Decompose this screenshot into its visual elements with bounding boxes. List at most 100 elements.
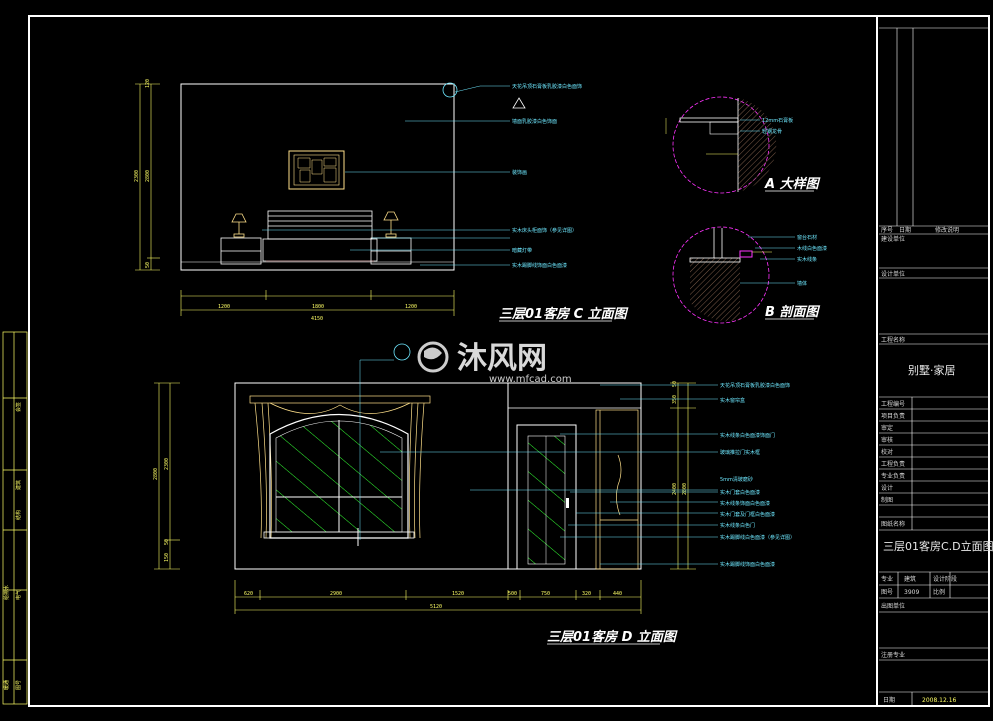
dim-c-h2: 2800: [145, 170, 151, 182]
tb-grid-4: 图号: [881, 589, 893, 596]
side-stamp: [2, 331, 28, 705]
dim-d-2: 2900: [330, 591, 342, 597]
dim-d-5: 750: [541, 591, 550, 597]
dim-d-h3: 50: [164, 539, 170, 545]
dim-d-h4: 150: [164, 553, 170, 562]
side-stamp-7: 图号: [16, 680, 22, 690]
tb-date: 2008.12.16: [922, 697, 957, 704]
title-elevation-d: 三层01客房 D 立面图: [547, 629, 678, 645]
title-section-b: B 剖面图: [765, 304, 820, 320]
tb-row-project: 工程名称: [881, 336, 905, 344]
callout-d-5: 5mm清玻磨砂: [720, 476, 753, 483]
tb-rev-2: 日期: [899, 226, 911, 234]
dim-d-4: 500: [508, 591, 517, 597]
wardrobe: [595, 409, 639, 570]
callout-b-4: 墙体: [797, 280, 807, 287]
tb-drawing-name: 三层01客房C.D立面图: [883, 539, 993, 553]
side-stamp-3: 结构: [15, 510, 22, 520]
side-stamp-5: 电气: [15, 590, 22, 600]
glass-door: [516, 424, 577, 570]
dim-c-h3: 120: [145, 79, 151, 88]
callout-d-4: 玻璃推拉门实木框: [720, 449, 760, 456]
title-detail-a: A 大样图: [764, 176, 821, 192]
tb-project-name: 别墅·家居: [908, 363, 956, 377]
tb-rev-3: 修改说明: [935, 226, 959, 234]
watermark-url: www.mfcad.com: [489, 374, 572, 385]
side-stamp-1: 会签: [15, 402, 22, 412]
dim-d-h2: 2800: [153, 468, 159, 480]
callout-b-3: 实木线条: [797, 256, 817, 263]
callout-c-3: 装饰画: [512, 169, 527, 176]
dim-c-3: 1200: [405, 304, 417, 310]
tb-grid-5: 3909: [904, 589, 919, 596]
callout-d-6: 实木门套白色面漆: [720, 489, 760, 496]
callout-d-11: 实木踢脚线饰面白色面漆: [720, 561, 775, 568]
nightstand-right: [370, 211, 412, 265]
callout-d-9: 实木线条白色门: [720, 522, 755, 529]
title-elevation-c: 三层01客房 C 立面图: [499, 306, 629, 322]
callout-d-7: 实木线条饰面白色面漆: [720, 500, 770, 507]
tb-date-label: 日期: [883, 696, 895, 704]
dim-c-h1: 2300: [134, 170, 140, 182]
callout-b-2: 木线白色面漆: [797, 245, 827, 252]
dim-c-1: 1200: [218, 304, 230, 310]
title-block: [879, 27, 989, 706]
tb-grid-2: 建筑: [904, 575, 916, 583]
dim-d-7: 440: [613, 591, 622, 597]
tb-grid-1: 专业: [881, 575, 893, 583]
callout-a-1: 12mm石膏板: [762, 117, 793, 124]
dim-d-1: 620: [244, 591, 253, 597]
callout-b-1: 窗台石材: [797, 234, 817, 241]
dim-c-2: 1800: [312, 304, 324, 310]
tb-mid-7: 专业负责: [881, 472, 905, 480]
dim-d-h1: 2300: [164, 458, 170, 470]
tb-mid-9: 制图: [881, 496, 893, 504]
callout-c-5: 暗藏灯带: [512, 247, 532, 254]
window: [263, 414, 415, 546]
dim-d-6: 320: [582, 591, 591, 597]
bed: [262, 210, 378, 262]
callout-d-10: 实木踢脚线白色面漆（参见详图）: [720, 534, 795, 541]
elevation-d: 620 2900 1520 500 750 320 440 5120 2300 …: [153, 343, 795, 645]
tb-rev-1: 序号: [881, 226, 893, 234]
tb-row-client: 建设单位: [881, 235, 905, 243]
tb-mid-1: 工程编号: [881, 400, 905, 408]
dim-d-3: 1520: [452, 591, 464, 597]
tb-bottom-2: 注册专业: [881, 651, 905, 659]
dim-c-h4: 50: [145, 262, 151, 268]
callout-a-2: 轻钢龙骨: [762, 128, 782, 135]
tb-bottom-1: 出图单位: [881, 602, 905, 610]
section-b: 窗台石材 木线白色面漆 实木线条 墙体 B 剖面图: [672, 226, 827, 324]
tb-mid-6: 工程负责: [881, 460, 905, 468]
callout-d-3: 实木线条白色面漆饰面门: [720, 432, 775, 439]
tb-grid-6: 比例: [933, 588, 945, 596]
tb-mid-8: 设计: [881, 484, 893, 492]
side-stamp-2: 建筑: [15, 480, 22, 490]
dim-d-r2: 350: [672, 395, 678, 404]
tb-mid-4: 审核: [881, 436, 893, 444]
detail-a: 12mm石膏板 轻钢龙骨 A 大样图: [665, 96, 821, 194]
callout-c-4: 实木床头柜面饰（参见详图）: [512, 227, 577, 234]
dim-d-r1: 50: [672, 381, 678, 387]
wall-painting: [288, 150, 345, 190]
curtains: [249, 395, 431, 539]
callout-c-2: 墙面乳胶漆白色饰面: [512, 118, 557, 125]
dim-d-total: 5120: [430, 604, 442, 610]
watermark: 沐风网 www.mfcad.com: [417, 341, 572, 385]
dim-c-total: 4150: [311, 316, 323, 322]
watermark-brand: 沐风网: [457, 341, 547, 376]
callout-d-1: 天花吊顶石膏板乳胶漆白色面饰: [720, 382, 790, 389]
nightstand-left: [220, 213, 262, 265]
tb-row-designer: 设计单位: [881, 270, 905, 278]
callout-c-6: 实木踢脚线饰面白色面漆: [512, 262, 567, 269]
tb-mid-5: 校对: [881, 448, 893, 456]
dim-d-r3: 2400: [672, 483, 678, 495]
side-stamp-6: 暖通: [3, 680, 10, 690]
tb-mid-10: 图纸名称: [881, 520, 905, 528]
side-stamp-4: 给排水: [3, 585, 10, 600]
tb-mid-2: 项目负责: [881, 412, 905, 420]
callout-c-1: 天花吊顶石膏板乳胶漆白色面饰: [512, 83, 582, 90]
callout-d-8: 实木门套及门框白色面漆: [720, 511, 775, 518]
sheet-frame: [28, 15, 990, 707]
